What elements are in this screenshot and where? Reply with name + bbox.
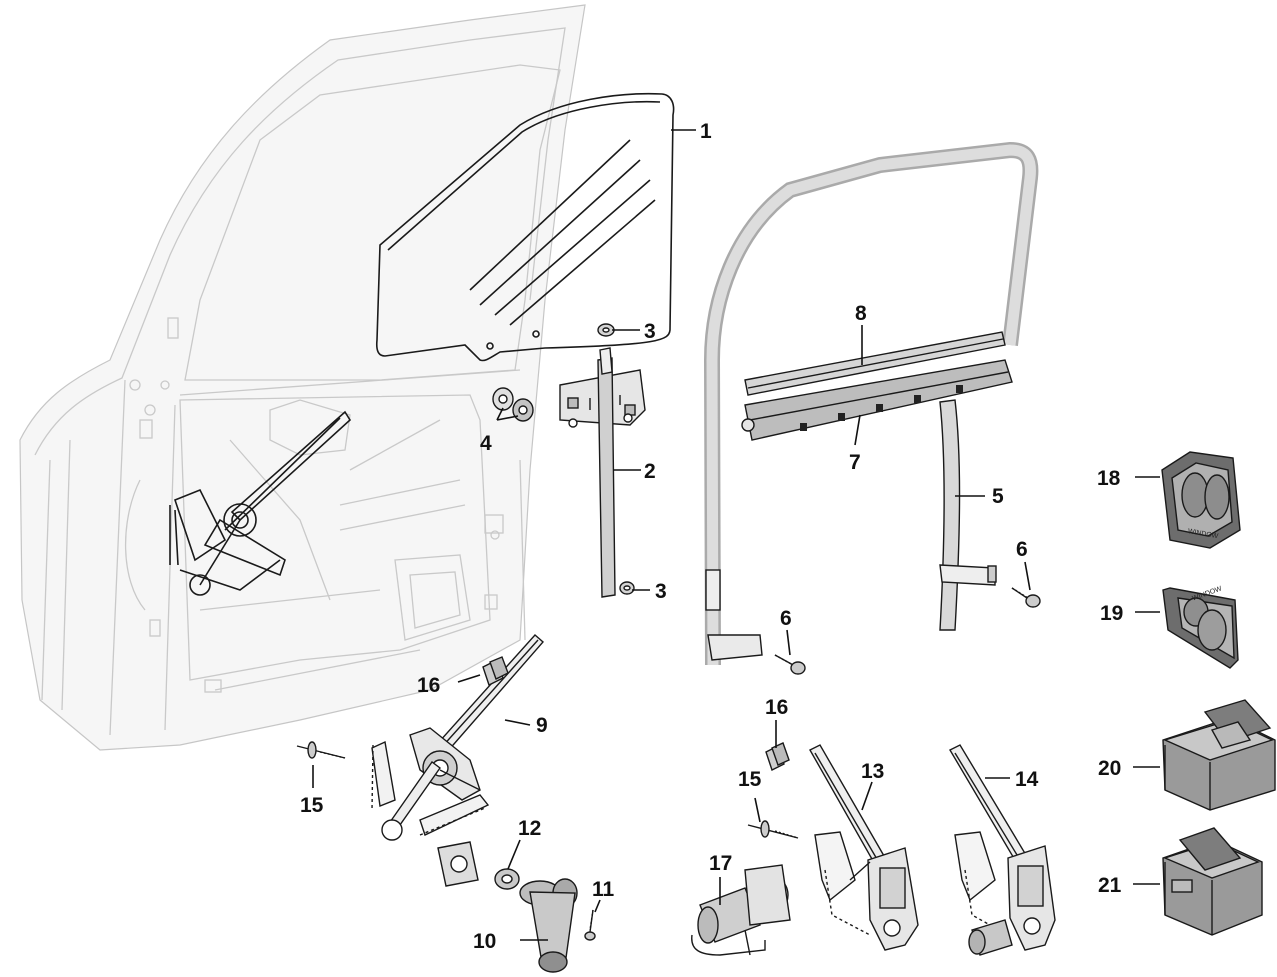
callout-14: 14 (1015, 768, 1039, 791)
door-glass (375, 92, 675, 362)
window-switch-19: WINDOW (1162, 585, 1239, 669)
spacer-block (437, 841, 479, 887)
callout-3-bottom: 3 (655, 580, 667, 603)
bolt-15-left (296, 741, 346, 759)
callout-19: 19 (1100, 602, 1123, 625)
nut-3-bottom (619, 581, 635, 595)
door-mounted-regulator (169, 410, 352, 596)
window-switch-18: WINDOW (1161, 451, 1241, 549)
inner-belt-weatherstrip (741, 359, 1013, 441)
callout-13: 13 (861, 760, 884, 783)
callout-16-left: 16 (417, 674, 440, 697)
callout-9: 9 (536, 714, 548, 737)
callout-2: 2 (644, 460, 656, 483)
callout-5: 5 (992, 485, 1004, 508)
door-frame-weatherstrip (703, 141, 1039, 666)
leader-lines (312, 129, 1160, 941)
callout-17: 17 (709, 852, 732, 875)
clip-16-left (482, 656, 509, 686)
callout-1: 1 (700, 120, 712, 143)
callout-15-left: 15 (300, 794, 324, 817)
manual-window-regulator (371, 634, 544, 841)
callout-12: 12 (518, 817, 541, 840)
callout-10: 10 (473, 930, 496, 953)
callout-15-right: 15 (738, 768, 762, 791)
callout-8: 8 (855, 302, 867, 325)
callout-4: 4 (480, 432, 492, 455)
callout-18: 18 (1097, 467, 1121, 490)
window-crank-handle (519, 878, 578, 973)
power-window-regulator-14 (949, 744, 1056, 956)
callout-7: 7 (849, 451, 861, 474)
screw-11 (584, 909, 596, 941)
outer-belt-weatherstrip (744, 331, 1006, 396)
callout-11: 11 (592, 878, 615, 901)
nut-3-top (597, 323, 615, 337)
power-window-regulator-13 (809, 744, 919, 951)
callout-20: 20 (1098, 757, 1121, 780)
callout-numbers: 1 2 3 3 4 5 6 6 7 8 9 10 11 12 13 14 15 … (300, 120, 1123, 953)
window-motor (691, 864, 791, 956)
callout-6-middle: 6 (780, 607, 792, 630)
callout-21: 21 (1098, 874, 1122, 897)
clip-16-right (765, 742, 790, 771)
washer-12 (494, 868, 520, 890)
callout-16-right: 16 (765, 696, 788, 719)
callout-3-top: 3 (644, 320, 656, 343)
bolt-15-right (747, 820, 799, 839)
door-shell (19, 4, 586, 751)
rear-run-channel (939, 399, 997, 631)
window-switch-block-21 (1162, 827, 1263, 936)
glass-run-channel (559, 347, 646, 598)
screw-6-right (1011, 587, 1041, 608)
screw-6-middle (774, 654, 806, 675)
grommets-4 (492, 387, 534, 422)
callout-6-right: 6 (1016, 538, 1028, 561)
window-switch-block-20 (1162, 699, 1276, 811)
